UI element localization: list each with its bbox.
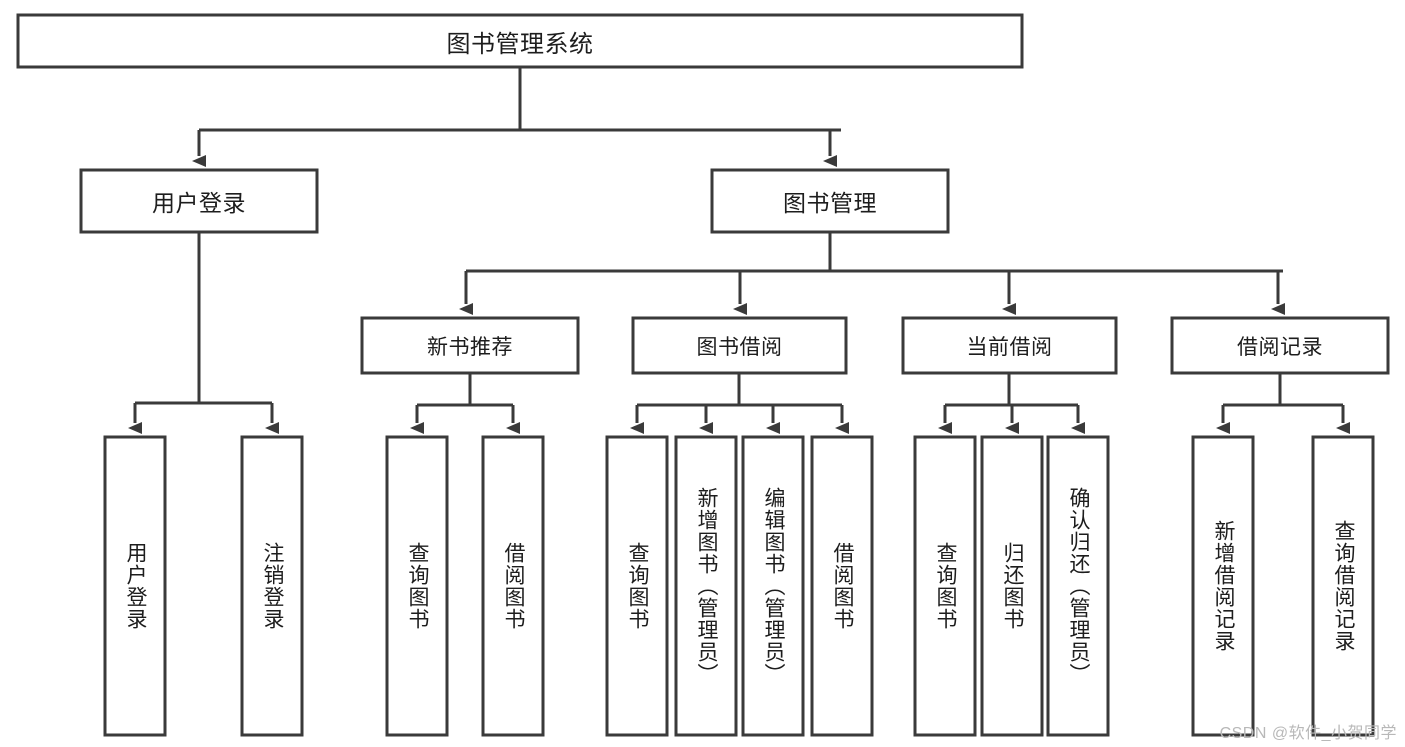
- watermark-text: CSDN @软件_小贺同学: [1219, 725, 1397, 742]
- node-box-user-login[interactable]: [79, 168, 319, 234]
- node-box-leaf-add-record[interactable]: [1191, 435, 1255, 737]
- node-box-leaf-user-login[interactable]: [103, 435, 167, 737]
- connector-root-to-level2: [192, 67, 841, 167]
- connector-userlogin-to-leaves: [128, 232, 279, 434]
- connector-newbook-to-leaves: [410, 373, 520, 434]
- node-box-current-borrow[interactable]: [901, 316, 1118, 375]
- node-box-leaf-query-book-1[interactable]: [385, 435, 449, 737]
- node-box-leaf-add-book[interactable]: [674, 435, 738, 737]
- connector-currentborrow-to-leaves: [938, 373, 1085, 434]
- node-box-leaf-query-book-2[interactable]: [605, 435, 669, 737]
- node-box-leaf-return-book[interactable]: [980, 435, 1044, 737]
- node-box-leaf-logout[interactable]: [240, 435, 304, 737]
- node-box-leaf-query-book-3[interactable]: [913, 435, 977, 737]
- node-box-leaf-borrow-book-1[interactable]: [481, 435, 545, 737]
- connector-bookborrow-to-leaves: [630, 373, 849, 434]
- node-box-leaf-query-record[interactable]: [1311, 435, 1375, 737]
- connector-borrowrecord-to-leaves: [1216, 373, 1350, 434]
- connector-bookmanage-to-level3: [459, 232, 1285, 315]
- node-box-book-manage[interactable]: [710, 168, 950, 234]
- node-box-new-book-rec[interactable]: [360, 316, 580, 375]
- node-box-leaf-edit-book[interactable]: [741, 435, 805, 737]
- node-box-borrow-record[interactable]: [1170, 316, 1390, 375]
- node-box-book-borrow[interactable]: [631, 316, 848, 375]
- node-box-root[interactable]: [16, 13, 1024, 69]
- node-box-leaf-confirm-return[interactable]: [1046, 435, 1110, 737]
- node-box-leaf-borrow-book-2[interactable]: [810, 435, 874, 737]
